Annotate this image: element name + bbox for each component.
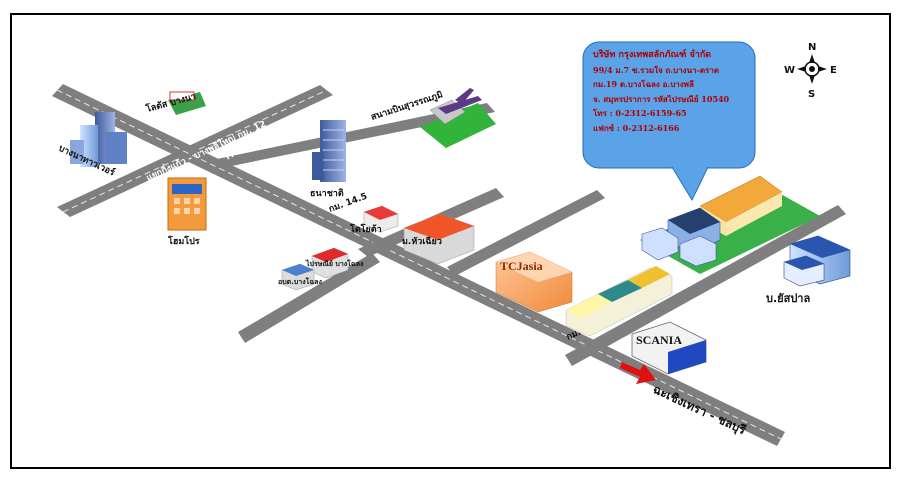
compass-icon bbox=[797, 54, 827, 84]
tcjasia-label: TCJasia bbox=[500, 259, 543, 273]
factory-row bbox=[565, 266, 673, 337]
yasupal-road bbox=[565, 205, 846, 366]
company-info: บริษัท กรุงเทพสลักภัณฑ์ จำกัด 99/4 ม.7 ซ… bbox=[583, 42, 755, 168]
yasupal-building bbox=[783, 235, 851, 287]
airport-road bbox=[212, 103, 495, 168]
compass-south: S bbox=[808, 89, 815, 100]
post-office-label: ไปรษณีย์ บางโฉลง bbox=[305, 259, 364, 268]
homepro-building bbox=[167, 177, 207, 231]
huachiew-label: ม.หัวเฉียว bbox=[402, 236, 442, 247]
toyota-label: โตโยต้า bbox=[349, 223, 382, 235]
company-name: บริษัท กรุงเทพสลักภัณฑ์ จำกัด bbox=[593, 50, 712, 60]
scania-label: SCANIA bbox=[636, 333, 682, 347]
compass-north: N bbox=[808, 42, 816, 53]
scania-building bbox=[631, 321, 707, 375]
bangchalong-building bbox=[281, 263, 315, 291]
bangna-tower bbox=[70, 112, 127, 167]
post-office-building bbox=[311, 247, 349, 279]
yasupal-label: บ.ยัสปาล bbox=[766, 292, 810, 305]
company-address-2: กม.19 ต.บางโฉลง อ.บางพลี bbox=[593, 79, 694, 89]
bangchalong-road bbox=[238, 253, 380, 343]
company-campus bbox=[640, 175, 820, 274]
info-bubble bbox=[582, 41, 756, 202]
thanachart-building bbox=[312, 120, 346, 182]
company-fax: แฟกซ์ : 0-2312-6166 bbox=[593, 122, 680, 133]
tcjasia-road bbox=[447, 190, 605, 276]
huachiew-building bbox=[403, 213, 475, 265]
toyota-building bbox=[363, 205, 399, 233]
tcjasia-building bbox=[495, 251, 573, 313]
direction-arrow bbox=[620, 362, 656, 384]
main-road bbox=[52, 84, 785, 446]
company-address-1: 99/4 ม.7 ซ.รวมใจ ถ.บางนา-ตราด bbox=[593, 64, 720, 75]
company-phone: โทร : 0-2312-6159-65 bbox=[593, 108, 687, 118]
compass-west: W bbox=[784, 65, 795, 76]
airport-icon bbox=[420, 88, 496, 148]
thanachart-label: ธนาชาติ bbox=[310, 188, 344, 199]
company-address-3: จ. สมุทรปราการ รหัสไปรษณีย์ 10540 bbox=[593, 93, 730, 104]
homepro-label: โฮมโปร bbox=[167, 235, 200, 247]
road-network bbox=[52, 84, 846, 446]
bangchalong-label: อบต.บางโฉลง bbox=[278, 277, 322, 286]
lotus-store bbox=[168, 91, 206, 115]
compass-east: E bbox=[830, 65, 837, 76]
